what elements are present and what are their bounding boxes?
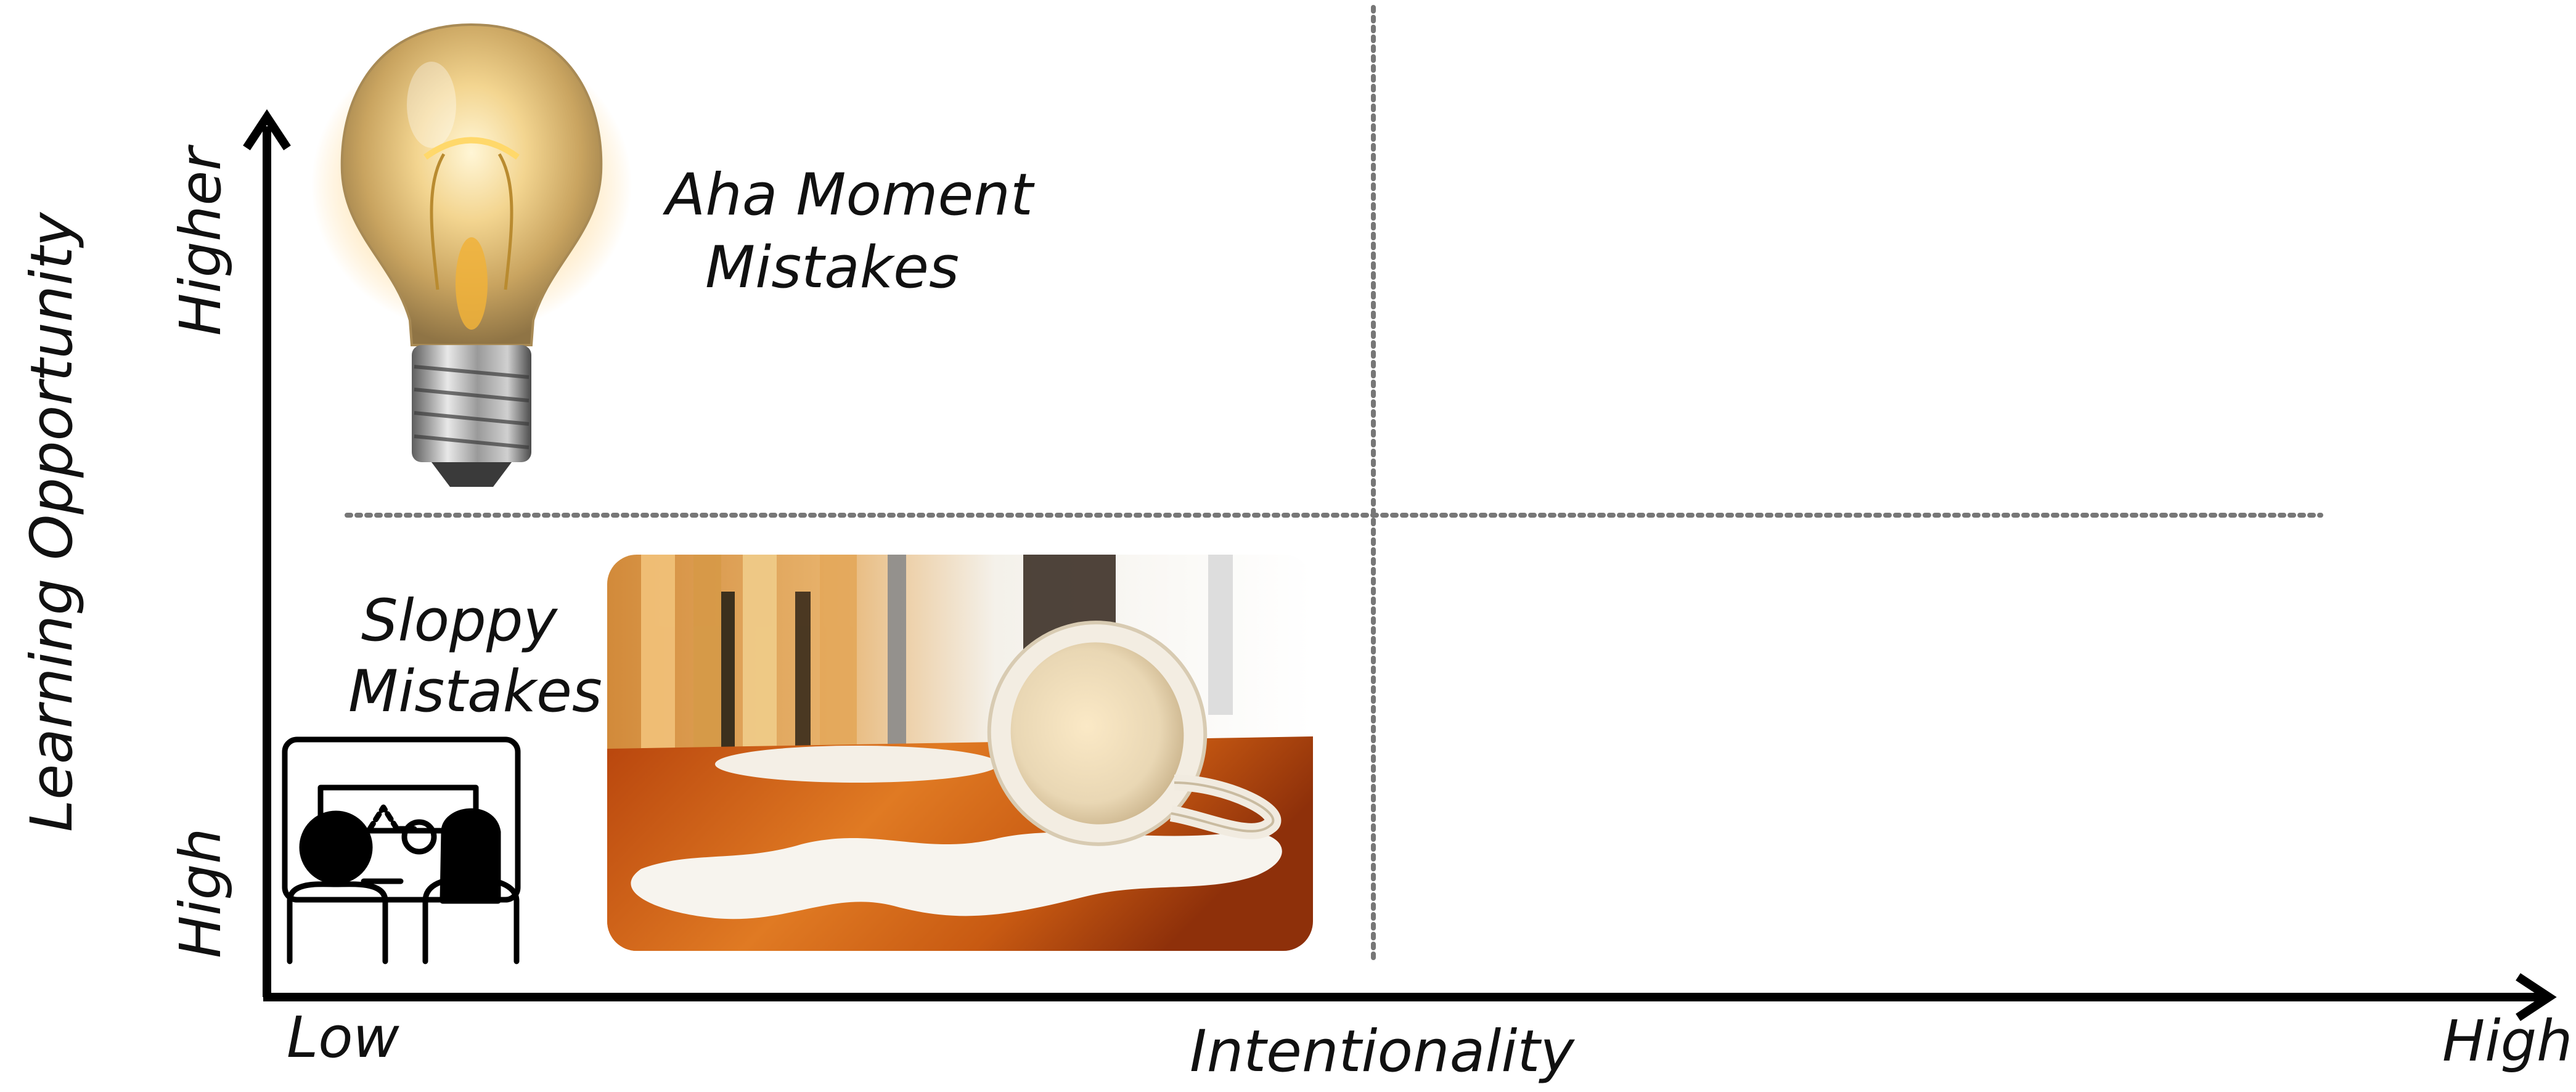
x-axis-label: Intentionality (1190, 1018, 1574, 1085)
y-axis-arrowhead (243, 109, 291, 150)
workers-icon (282, 736, 521, 964)
y-axis-high-label: High (168, 828, 234, 958)
aha-moment-line1: Aha Moment (666, 161, 1033, 229)
y-axis-higher-label: Higher (168, 147, 234, 336)
x-axis-arrowhead (2516, 973, 2557, 1021)
aha-moment-label: Aha Moment Mistakes (666, 159, 1033, 304)
spilled-cup-image (607, 555, 1313, 951)
x-axis-high-label: High (2442, 1008, 2573, 1074)
lightbulb-image (311, 23, 632, 487)
aha-moment-line2: Mistakes (705, 234, 959, 301)
sloppy-mistakes-line2: Mistakes (348, 658, 602, 725)
x-axis-low-label: Low (287, 1004, 399, 1070)
sloppy-mistakes-line1: Sloppy (361, 587, 558, 654)
sloppy-mistakes-label: Sloppy Mistakes (348, 585, 602, 727)
y-axis-label: Learning Opportunity (18, 212, 86, 832)
